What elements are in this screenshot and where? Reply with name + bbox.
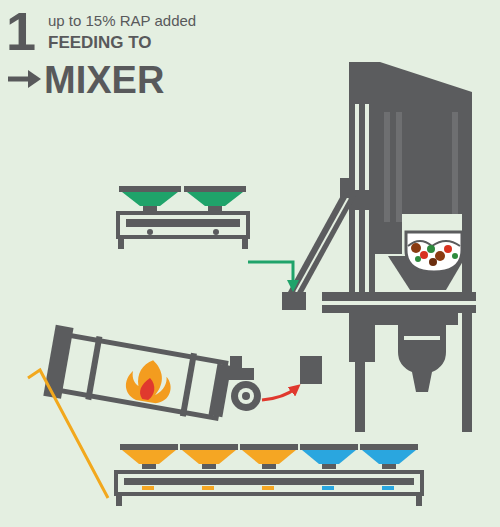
- label-slot: 1: [6, 4, 36, 58]
- dryer-drum: [43, 325, 233, 427]
- inclined-conveyor: [282, 178, 356, 310]
- rap-flow-arrow: [248, 262, 293, 286]
- hot-aggregate-arrow: [262, 388, 296, 400]
- label-slot: FEEDING TO: [48, 34, 152, 52]
- step-number: 1: [6, 4, 36, 58]
- title-arrowhead: [28, 70, 41, 88]
- rap-note: up to 15% RAP added: [48, 13, 196, 28]
- label-slot: up to 15% RAP added: [48, 12, 196, 30]
- heading-line: FEEDING TO: [48, 34, 152, 51]
- mixer-bowl: [406, 232, 462, 272]
- aggregate-feeders: [116, 444, 422, 506]
- mixing-tower: [322, 62, 476, 432]
- elevator-boot: [300, 356, 322, 384]
- burner: [224, 356, 261, 411]
- rap-feeders: [118, 186, 248, 249]
- label-slot: MIXER: [44, 61, 164, 99]
- heading-word: MIXER: [44, 61, 164, 99]
- aggregate-flow-line: [28, 370, 108, 498]
